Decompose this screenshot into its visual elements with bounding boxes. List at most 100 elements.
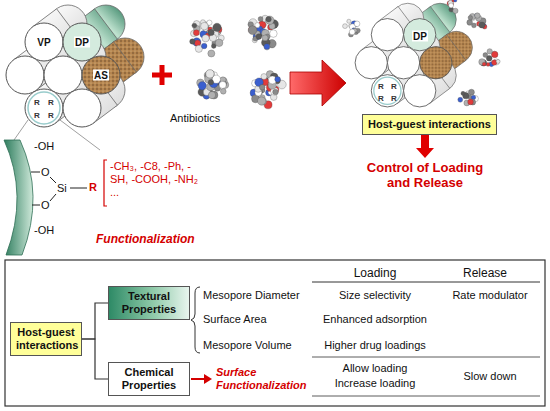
atom [458,97,463,102]
atom [256,34,262,40]
molecule [467,13,487,29]
atom [220,88,226,94]
table-cell: Rate modulator [440,289,540,302]
group-symbol: R [48,98,54,107]
atom [266,17,271,22]
process-box: Host-guest interactions [362,114,497,135]
table-cell: Allow loading [315,362,435,375]
property-item: Mesopore Diameter [203,289,300,302]
group-symbol: R [34,111,40,120]
atom [259,84,265,90]
zoom-line [60,120,100,150]
property-box: Textural Properties [108,286,190,320]
table-cell: Enhanced adsorption [315,313,435,326]
group-symbol: R [34,98,40,107]
brace [191,287,200,353]
atom [211,44,216,49]
property-item: Mesopore Volume [203,339,292,352]
property-box: Chemical Properties [108,362,190,396]
guest-label: Antibiotics [170,112,220,125]
pore-face [63,89,101,127]
atom [208,29,214,35]
atom [479,22,485,28]
pore-face [420,47,452,79]
atom [453,8,458,13]
pore-face [404,19,436,51]
atom [349,29,355,35]
pore-face [25,23,63,61]
bond [70,188,87,189]
zoom-line [14,120,28,140]
pore-face [371,19,403,51]
pore-face [44,56,82,94]
atom [201,22,209,30]
down-arrow [416,134,434,158]
bracket-connector [82,303,108,339]
pore-wall [374,77,401,104]
group-symbol: R [89,181,97,194]
atom [208,91,215,98]
group-symbol: R [391,82,397,91]
atom [468,15,473,20]
atom [468,99,474,105]
atom-label: O [41,166,50,179]
molecule [250,71,286,109]
atom [249,26,257,34]
atom [461,91,465,95]
table-cell: Higher drug loadings [315,339,435,352]
atom-label: O [41,199,50,212]
table-cell: Slow down [440,370,540,383]
molecule [190,20,225,57]
bracket [104,160,107,206]
table-cell: Size selectivity [315,289,435,302]
pore-face [63,23,101,61]
process-box: Host-guest interactions [10,322,82,356]
atom-label: -OH [34,140,54,153]
pore-face [355,47,387,79]
atom [208,50,215,57]
atom [219,81,226,88]
section-label: Functionalization [96,232,195,246]
group-symbol: R [378,82,384,91]
node-text: Textural Properties [114,290,184,316]
atom [215,39,223,47]
arrow-shaft [191,378,205,380]
atom [468,89,474,95]
table-rule [312,396,540,397]
atom [257,97,265,105]
atom [483,53,488,58]
pore-face [6,56,44,94]
atom [261,74,267,80]
cylinder-group [6,5,144,127]
pore-face [404,75,436,107]
atom [347,19,351,23]
method-label: Surface Functionalization [216,366,308,392]
molecule [479,49,500,67]
bond [50,177,56,183]
atom [467,20,473,26]
pore-face [387,47,419,79]
pore-wall [28,92,60,124]
silica-surface [4,140,33,255]
atom [273,89,279,95]
atom-label: -OH [34,224,54,237]
atom [454,0,457,2]
atom [248,26,257,35]
antibiotic-molecules [190,0,500,109]
molecule [458,89,479,106]
atom [491,51,498,58]
atom [213,23,221,31]
table-rule [312,282,540,283]
column-header: Release [463,266,507,280]
atom [262,35,268,41]
atom [487,49,492,54]
atom [258,17,263,22]
atom [206,70,214,78]
summary-panel [5,260,545,406]
atom [190,39,195,44]
bond [31,172,40,173]
atom [449,3,454,8]
molecule [343,19,361,37]
atom [479,59,486,66]
table-cell: Increase loading [315,377,435,390]
